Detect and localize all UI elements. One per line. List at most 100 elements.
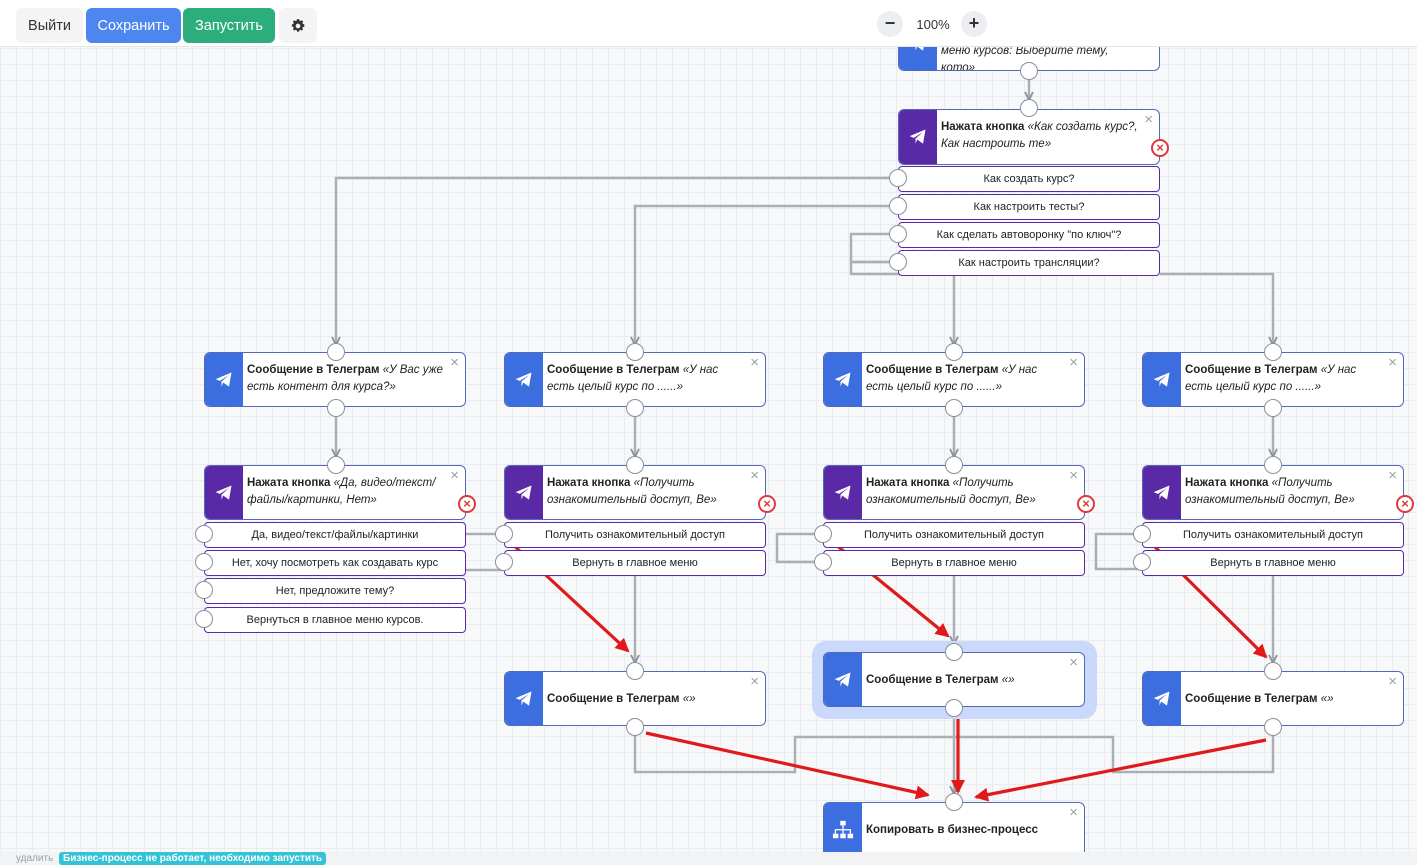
close-icon[interactable]: × [1144,111,1153,128]
port[interactable] [945,343,963,361]
port[interactable] [327,343,345,361]
wire [336,176,898,344]
port[interactable] [195,610,213,628]
close-icon[interactable]: × [1069,654,1078,671]
close-icon[interactable]: × [750,467,759,484]
port[interactable] [195,553,213,571]
error-icon[interactable]: × [758,495,776,513]
port[interactable] [1020,99,1038,117]
node-text: «Получить ознакомительный доступ, Ве» [866,477,1036,506]
port[interactable] [626,456,644,474]
option-row[interactable]: Как создать курс? [898,166,1160,192]
option-row[interactable]: Получить ознакомительный доступ [504,522,766,548]
option-row[interactable]: Нет, предложите тему? [204,578,466,604]
port[interactable] [1264,662,1282,680]
save-button[interactable]: Сохранить [86,8,181,43]
settings-button[interactable] [279,8,317,43]
port[interactable] [327,399,345,417]
close-icon[interactable]: × [1069,467,1078,484]
port[interactable] [195,581,213,599]
option-row[interactable]: Вернуться в главное меню курсов. [204,607,466,633]
node-btn-main[interactable]: Нажата кнопка «Как создать курс?, Как на… [898,109,1160,165]
port[interactable] [1020,62,1038,80]
close-icon[interactable]: × [1388,467,1397,484]
zoom-out-button[interactable]: − [877,11,903,37]
option-row[interactable]: Как настроить трансляции? [898,250,1160,276]
port[interactable] [626,399,644,417]
port[interactable] [1133,525,1151,543]
option-row[interactable]: Как настроить тесты? [898,194,1160,220]
port[interactable] [327,456,345,474]
node-msg-1[interactable]: Сообщение в Телеграм «У Вас уже есть кон… [204,352,466,407]
node-text: «» [1320,693,1334,705]
node-type: Сообщение в Телеграм [247,364,380,376]
close-icon[interactable]: × [450,354,459,371]
error-icon[interactable]: × [1077,495,1095,513]
exit-button[interactable]: Выйти [16,8,83,43]
port[interactable] [889,169,907,187]
port[interactable] [945,793,963,811]
port[interactable] [1264,718,1282,736]
option-row[interactable]: Получить ознакомительный доступ [823,522,1085,548]
close-icon[interactable]: × [1388,354,1397,371]
option-row[interactable]: Как сделать автоворонку "по ключ"? [898,222,1160,248]
port[interactable] [889,225,907,243]
close-icon[interactable]: × [1069,804,1078,821]
port[interactable] [1133,553,1151,571]
delete-link[interactable]: удалить [16,853,54,864]
telegram-icon [1143,672,1181,725]
option-row[interactable]: Нет, хочу посмотреть как создавать курс [204,550,466,576]
node-msg-2[interactable]: Сообщение в Телеграм «У нас есть целый к… [504,352,766,407]
node-btn-2[interactable]: Нажата кнопка «Получить ознакомительный … [504,465,766,520]
option-row[interactable]: Вернуть в главное меню [504,550,766,576]
port[interactable] [889,197,907,215]
node-type: Нажата кнопка [941,121,1025,133]
port[interactable] [945,456,963,474]
port[interactable] [814,525,832,543]
close-icon[interactable]: × [450,467,459,484]
option-row[interactable]: Получить ознакомительный доступ [1142,522,1404,548]
node-type: Копировать в бизнес-процесс [866,824,1038,836]
zoom-in-button[interactable]: + [961,11,987,37]
port[interactable] [1264,399,1282,417]
port[interactable] [889,253,907,271]
port[interactable] [945,643,963,661]
port[interactable] [945,699,963,717]
red-arrow [974,738,1267,802]
close-icon[interactable]: × [1069,354,1078,371]
port[interactable] [626,662,644,680]
port[interactable] [945,399,963,417]
node-msg-4[interactable]: Сообщение в Телеграм «У нас есть целый к… [1142,352,1404,407]
port[interactable] [495,553,513,571]
port[interactable] [626,343,644,361]
close-icon[interactable]: × [750,673,759,690]
port[interactable] [814,553,832,571]
wire [635,204,898,344]
node-copy[interactable]: Копировать в бизнес-процесс × [823,802,1085,857]
error-icon[interactable]: × [1396,495,1414,513]
node-msg-5[interactable]: Сообщение в Телеграм «» × [504,671,766,726]
port[interactable] [495,525,513,543]
error-icon[interactable]: × [458,495,476,513]
port[interactable] [195,525,213,543]
node-msg-7[interactable]: Сообщение в Телеграм «» × [1142,671,1404,726]
port[interactable] [1264,343,1282,361]
node-btn-1[interactable]: Нажата кнопка «Да, видео/текст/файлы/кар… [204,465,466,520]
node-btn-4[interactable]: Нажата кнопка «Получить ознакомительный … [1142,465,1404,520]
option-row[interactable]: Вернуть в главное меню [1142,550,1404,576]
node-btn-3[interactable]: Нажата кнопка «Получить ознакомительный … [823,465,1085,520]
port[interactable] [1264,456,1282,474]
option-row[interactable]: Вернуть в главное меню [823,550,1085,576]
error-icon[interactable]: × [1151,139,1169,157]
node-msg-6[interactable]: Сообщение в Телеграм «» × [823,652,1085,707]
node-type: Сообщение в Телеграм [866,364,999,376]
telegram-icon [505,672,543,725]
close-icon[interactable]: × [1388,673,1397,690]
node-text: «У нас есть целый курс по ......» [547,364,719,393]
close-icon[interactable]: × [750,354,759,371]
option-row[interactable]: Да, видео/текст/файлы/картинки [204,522,466,548]
telegram-icon [205,353,243,406]
run-button[interactable]: Запустить [183,8,275,43]
port[interactable] [626,718,644,736]
